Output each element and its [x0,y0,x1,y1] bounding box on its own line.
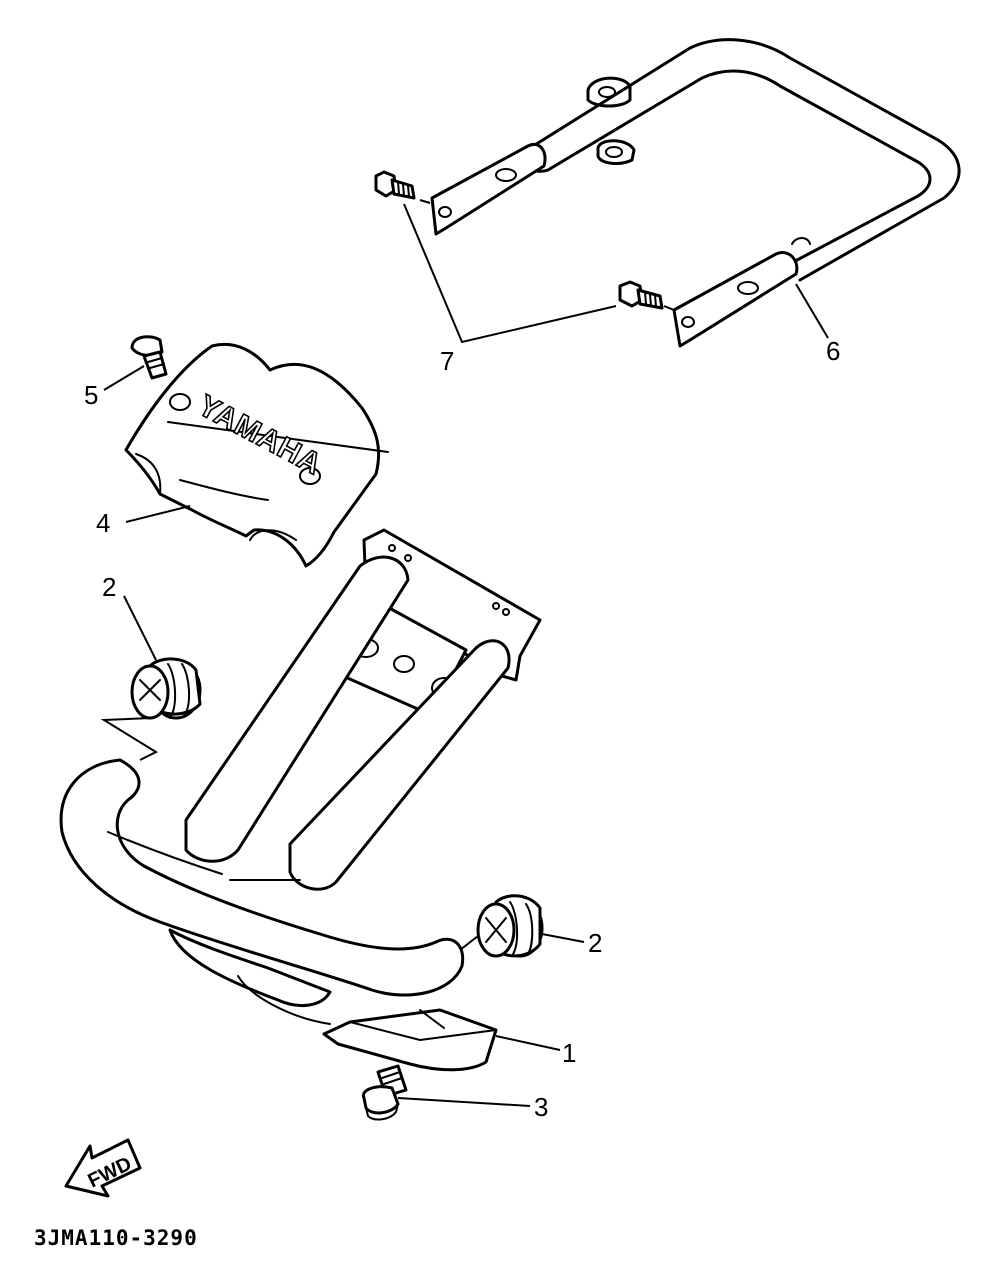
leader-7 [403,203,617,344]
leader-6 [795,283,829,339]
callout-5: 5 [84,380,98,410]
bolt-part-3 [361,1064,408,1121]
callout-6: 6 [826,336,840,366]
leader-2-upper [123,595,157,661]
bushing-part-2-lower [476,894,544,958]
screw-part-5 [130,335,168,380]
diagram-code: 3JMA110-3290 [34,1226,198,1250]
leader-4 [125,505,191,523]
callout-4: 4 [96,508,110,538]
forward-direction-arrow-icon: FWD [64,1138,142,1198]
leader-3 [397,1097,531,1107]
leader-5 [103,365,145,391]
bolt-part-7-lower [618,280,664,310]
callout-7: 7 [440,346,454,376]
callout-3: 3 [534,1092,548,1122]
leader-2-lower [541,933,585,943]
callout-1: 1 [562,1038,576,1068]
grab-bar-part-6 [430,38,961,348]
callout-2-upper: 2 [102,572,116,602]
bumper-part-1 [59,528,542,1072]
bushing-part-2-upper [130,657,202,720]
callout-2-lower: 2 [588,928,602,958]
bushing-axis-lower [459,935,479,951]
bolt-axis-lower [663,305,675,311]
leader-1 [495,1035,561,1051]
bolt-axis-upper [419,199,431,204]
bolt-part-7-upper [374,170,416,200]
zig-line-upper [100,717,159,761]
bar-pad-part-4: YAMAHA [124,343,389,568]
